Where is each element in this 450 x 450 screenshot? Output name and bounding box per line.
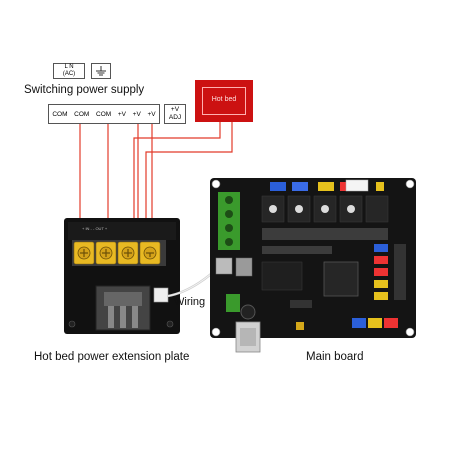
psu-terminal: +V [132,110,141,118]
wiring-label: Wiring [174,296,206,308]
ac-sub-label: (AC) [62,71,76,77]
ac-input-box: L N (AC) [53,63,85,79]
svg-text:+ IN - - OUT +: + IN - - OUT + [82,226,108,231]
adj-bottom: ADJ [168,114,182,121]
screw-terminals [72,240,166,266]
hot-bed-label: Hot bed [202,87,246,115]
psu-terminal: +V [117,110,126,118]
psu-terminal: COM [52,110,68,118]
signal-connector [153,287,169,303]
psu-terminal: COM [74,110,90,118]
dc-connector [215,257,233,275]
extension-board: + IN - - OUT + [64,218,180,334]
mcu-chip [323,261,359,297]
psu-title: Switching power supply [24,84,145,96]
top-connectors [270,179,384,192]
wire-hotbed-b [145,122,233,222]
hot-bed: Hot bed [195,80,253,122]
main-board [210,178,416,353]
adj-top: +V [170,106,180,113]
psu-terminal: COM [96,110,112,118]
voltage-adjust-box: +V ADJ [164,104,186,124]
endstop-connectors [374,244,406,300]
wire-hotbed-a [133,122,221,222]
bottom-connectors [352,318,398,328]
power-terminals [218,192,240,250]
reset-button [296,322,304,330]
power-wires [79,122,233,222]
ground-box [91,63,111,79]
psu-terminal-strip: COM COM COM +V +V +V [48,104,160,124]
extension-board-caption: Hot bed power extension plate [34,351,190,363]
ground-icon [96,66,106,76]
main-board-caption: Main board [306,351,364,363]
ac-label: L N [64,64,74,70]
psu-terminal: +V [147,110,156,118]
